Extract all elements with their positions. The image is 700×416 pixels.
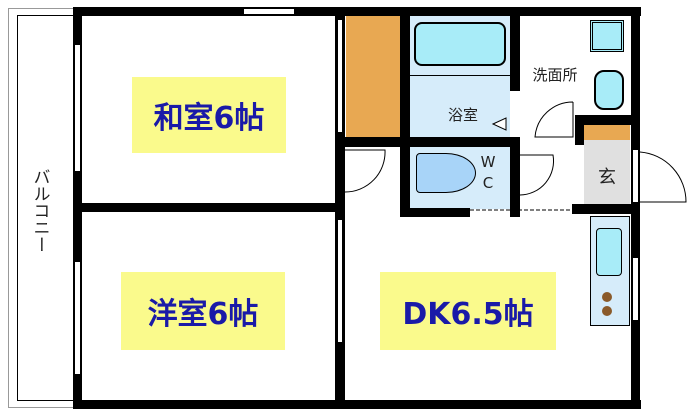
washing-machine-icon: [590, 20, 624, 52]
bath-divider: [410, 75, 510, 76]
stove-burner-icon: [602, 306, 612, 316]
balcony-label: バルコニー: [29, 167, 50, 253]
wall-entrance-left: [575, 115, 584, 145]
wall-top: [73, 7, 641, 16]
entrance-floor: [584, 140, 630, 204]
shoe-cabinet: [584, 124, 630, 140]
room-label-wc-c: C: [482, 174, 494, 192]
wall-bottom: [73, 400, 641, 409]
room-label-entrance: 玄: [598, 167, 616, 188]
wall-closet: [400, 16, 410, 216]
front-door-icon: [639, 151, 687, 203]
wall-rooms-divider: [73, 203, 345, 212]
window-top: [244, 8, 294, 15]
room-label-bath: 浴室: [447, 105, 478, 124]
door-washitsu-icon: [344, 149, 386, 193]
wall-bath-right: [510, 16, 520, 91]
toilet-icon: [416, 153, 476, 193]
front-door-frame: [632, 150, 639, 202]
bathtub: [414, 22, 506, 66]
wall-entrance-bottom: [572, 204, 640, 214]
door-wc-icon: [519, 154, 555, 196]
window-washitsu: [74, 45, 81, 171]
wall-wc-bottom: [400, 208, 470, 217]
stove-burner-icon: [602, 292, 612, 302]
bath-door-icon: [491, 117, 507, 131]
room-label-wc-w: W: [480, 153, 496, 171]
closet: [346, 16, 400, 137]
window-yoshitsu: [74, 262, 81, 374]
room-label-dk: DK6.5帖: [380, 272, 556, 350]
door-washroom-icon: [534, 101, 574, 138]
sink-icon: [596, 228, 622, 276]
wall-closet-bottom: [335, 137, 520, 147]
wall-vertical-center: [335, 16, 345, 400]
washbasin-icon: [594, 70, 624, 110]
window-kitchen: [632, 258, 639, 320]
sliding-door-yoshitsu: [337, 220, 343, 342]
sliding-door-washitsu: [337, 20, 343, 132]
room-label-washroom: 洗面所: [532, 65, 578, 84]
room-label-yoshitsu: 洋室6帖: [121, 272, 285, 350]
room-label-washitsu: 和室6帖: [132, 77, 286, 153]
wall-wc-right: [510, 137, 520, 217]
wall-entrance: [575, 115, 635, 125]
